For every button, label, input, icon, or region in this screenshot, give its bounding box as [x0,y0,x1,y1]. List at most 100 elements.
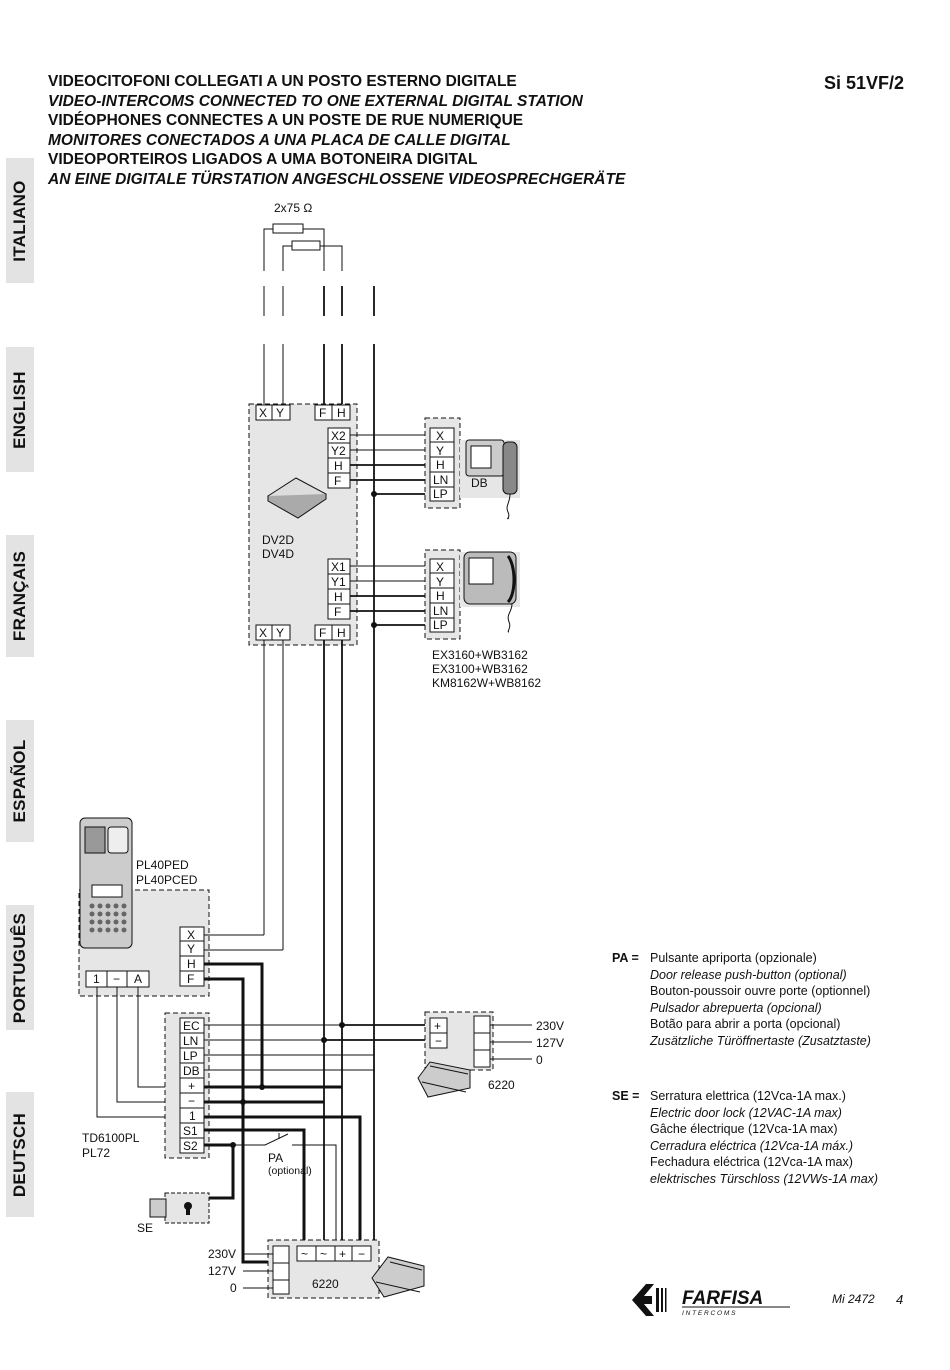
psu-voltage: 0 [230,1281,237,1295]
terminal-label: X2 [331,429,346,443]
terminal-label: S1 [183,1124,198,1138]
terminal-label: LN [183,1034,198,1048]
video-monitor-icon [465,439,518,520]
legend-line: Pulsante apriporta (opzionale) [650,951,817,965]
legend-line: Fechadura eléctrica (12Vca-1A max) [650,1155,853,1169]
se-label: SE [137,1221,153,1235]
lang-tab-deutsch: DEUTSCH [6,1092,34,1217]
terminal-label: H [337,406,346,420]
terminal-label: 1 [189,1109,196,1123]
terminal-label: + [188,1079,195,1093]
distributor-model: DV4D [262,547,294,561]
terminal-label: F [319,406,326,420]
document-code: Si 51VF/2 [823,73,904,93]
psu-voltage: 127V [536,1036,564,1050]
distributor-model: DV2D [262,533,294,547]
pa-note: (optional) [268,1165,312,1177]
terminal-label: LP [433,618,448,632]
title-en: VIDEO-INTERCOMS CONNECTED TO ONE EXTERNA… [48,92,583,110]
title-de: AN EINE DIGITALE TÜRSTATION ANGESCHLOSSE… [48,171,626,188]
terminal-label: Y1 [331,575,346,589]
monitor-db: DB [471,476,488,490]
terminal-label: 1 [93,972,100,986]
pa-label: PA [268,1151,283,1165]
terminal-label: LN [433,473,448,487]
monitor-model: EX3100+WB3162 [432,662,528,676]
monitor-model: EX3160+WB3162 [432,648,528,662]
terminal-label: X [259,626,267,640]
terminal-label: − [188,1094,195,1108]
brand-name: FARFISA [682,1288,763,1309]
document-number: Mi 2472 [832,1292,875,1306]
legend-line: Serratura elettrica (12Vca-1A max.) [650,1089,846,1103]
psu-voltage: 230V [536,1019,564,1033]
legend-lines: Pulsante apriporta (opzionale) Door rele… [650,950,871,1049]
power-module-icon [371,1256,425,1298]
terminal-label: Y2 [331,444,346,458]
psu-voltage: 127V [208,1264,236,1278]
power-supply-2: ~ ~ + − 230V 127V 0 6220 [208,1239,425,1299]
legend-line: Door release push-button (optional) [650,967,847,982]
legend-line: Pulsador abrepuerta (opcional) [650,1000,822,1015]
monitor-model: KM8162W+WB8162 [432,676,541,690]
terminal-label: LP [183,1049,198,1063]
psu-label: 6220 [488,1078,515,1092]
legend-lines: Serratura elettrica (12Vca-1A max.) Elec… [650,1088,878,1187]
legend-line: Bouton-poussoir ouvre porte (optionnel) [650,984,871,998]
terminal-label: + [339,1247,346,1261]
power-module-icon [417,1061,471,1098]
title-pt: VIDEOPORTEIROS LIGADOS A UMA BOTONEIRA D… [48,151,478,169]
terminal-label: F [187,972,194,986]
terminal-label: − [358,1247,365,1261]
terminal-label: X [187,928,195,942]
distributor-module-icon [267,477,327,519]
terminal-label: Y [436,444,444,458]
legend-line: Cerradura eléctrica (12Vca-1A máx.) [650,1138,854,1153]
terminal-label: Y [187,942,195,956]
door-lock: SE [137,1192,210,1235]
distributor-box: X Y F H X2 Y2 H F X1 Y1 H F X Y F H DV2D… [248,403,358,646]
vertical-wires [263,640,343,1262]
lang-tab-portugues: PORTUGUÊS [6,905,34,1030]
monitor1-wires [350,434,427,626]
terminal-label: X [436,560,444,574]
terminal-label: X [259,406,267,420]
panel-model: PL40PCED [136,873,198,887]
external-panel: PL40PED PL40PCED X Y H F 1 − A [78,817,210,997]
resistor-network [263,223,343,271]
legend-line: Botão para abrir a porta (opcional) [650,1017,841,1031]
terminal-label: LN [433,604,448,618]
terminal-label: EC [183,1019,200,1033]
monitor-1: X Y H LN LP DB [424,417,520,520]
controller-model: PL72 [82,1146,110,1160]
legend-key: SE = [612,1089,640,1103]
terminal-label: + [434,1019,441,1033]
terminal-label: Y [436,575,444,589]
video-monitor-handset-icon [463,551,517,633]
legend-line: elektrisches Türschloss (12VWs-1A max) [650,1171,879,1186]
terminal-label: − [435,1034,442,1048]
legend-line: Electric door lock (12VAC-1A max) [650,1105,842,1120]
terminal-label: ~ [320,1247,327,1261]
psu-voltage: 230V [208,1247,236,1261]
door-panel-icon [79,817,133,949]
panel-model: PL40PED [136,858,189,872]
legend-pa: PA = Pulsante apriporta (opzionale) Door… [612,950,942,1050]
lang-tab-english: ENGLISH [6,347,34,472]
lang-tab-espanol: ESPAÑOL [6,720,34,842]
terminal-label: DB [183,1064,200,1078]
terminal-label: Y [276,626,284,640]
page-number: 4 [896,1292,904,1307]
terminal-label: − [113,972,120,986]
terminal-label: ~ [301,1247,308,1261]
legend-se: SE = Serratura elettrica (12Vca-1A max.)… [612,1088,942,1188]
terminal-label: H [334,459,343,473]
terminal-label: H [337,626,346,640]
terminal-label: A [134,972,142,986]
terminal-label: X [436,429,444,443]
controller-model: TD6100PL [82,1131,140,1145]
lock-icon [184,1202,192,1215]
monitor-2: X Y H LN LP DB [424,549,520,640]
terminal-label: H [334,590,343,604]
